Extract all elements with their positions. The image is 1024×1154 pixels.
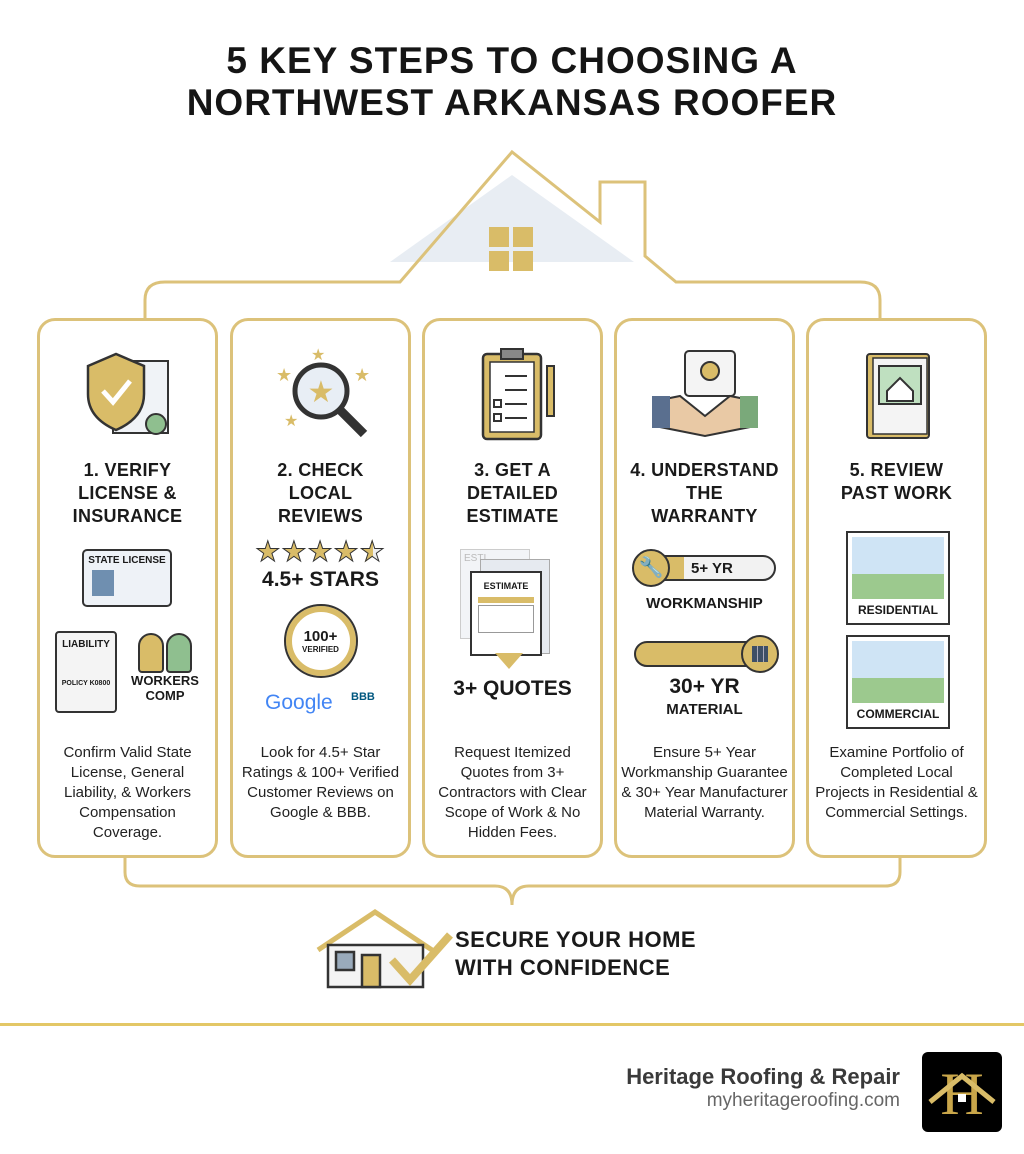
svg-text:★: ★ xyxy=(354,365,370,385)
solar-panel-icon xyxy=(741,635,779,673)
home-check-icon xyxy=(316,908,453,989)
license-insurance-graphic: STATE LICENSE LIABILITY POLICY K0800 WORK… xyxy=(40,541,215,721)
estimate-label: ESTIMATE xyxy=(483,581,529,591)
material-years: 30+ YR xyxy=(669,675,740,698)
liability-label: LIABILITY xyxy=(62,639,110,650)
step-description: Ensure 5+ Year Workmanship Guarantee & 3… xyxy=(621,744,788,821)
divider xyxy=(0,1023,1024,1026)
heritage-logo: H xyxy=(922,1052,1002,1132)
arrow-down-icon xyxy=(495,653,523,669)
step-description: Look for 4.5+ Star Ratings & 100+ Verifi… xyxy=(241,744,400,821)
material-label: MATERIAL xyxy=(666,701,743,718)
google-logo: Google xyxy=(265,691,333,714)
brand-url: myheritageroofing.com xyxy=(706,1090,900,1111)
wrench-icon: 🔧 xyxy=(632,549,670,587)
residential-photo: RESIDENTIAL xyxy=(846,531,950,625)
workmanship-bar: 5+ YR xyxy=(634,555,776,581)
state-license-label: STATE LICENSE xyxy=(88,555,166,566)
step-description: Examine Portfolio of Completed Local Pro… xyxy=(815,744,978,821)
step-description: Request Itemized Quotes from 3+ Contract… xyxy=(438,744,587,841)
svg-text:★: ★ xyxy=(311,347,325,364)
verified-badge: 100+VERIFIED xyxy=(283,604,358,678)
attic-window-icon xyxy=(489,227,533,271)
reviews-graphic: ★★★★★ 4.5+ STARS 100+VERIFIED Google BBB xyxy=(233,536,408,721)
clipboard-checklist-icon xyxy=(425,343,600,448)
warranty-graphic: 5+ YR 🔧 WORKMANSHIP 30+ YR MATERIAL xyxy=(617,541,792,721)
svg-text:★: ★ xyxy=(307,376,334,409)
step-description: Confirm Valid State License, General Lia… xyxy=(63,744,192,841)
bbb-logo: BBB xyxy=(351,691,375,703)
svg-text:★: ★ xyxy=(276,365,292,385)
shield-document-icon xyxy=(40,343,215,448)
stars-label: 4.5+ STARS xyxy=(262,568,379,591)
portfolio-book-icon xyxy=(809,343,984,448)
magnifier-stars-icon: ★ ★ ★ ★ ★ xyxy=(233,343,408,448)
commercial-photo: COMMERCIAL xyxy=(846,635,950,729)
brand-name: Heritage Roofing & Repair xyxy=(626,1064,900,1089)
estimate-graphic: ESTI ESTIMATE 3+ QUOTES xyxy=(425,541,600,721)
quotes-label: 3+ QUOTES xyxy=(453,677,572,700)
workmanship-label: WORKMANSHIP xyxy=(646,595,763,612)
portfolio-graphic: RESIDENTIAL COMMERCIAL xyxy=(809,531,984,729)
title-line: 5 KEY STEPS TO CHOOSING A xyxy=(226,40,798,81)
handshake-certificate-icon xyxy=(617,343,792,448)
star-rating: ★★★★★ xyxy=(255,536,386,568)
svg-text:★: ★ xyxy=(284,413,298,430)
policy-label: POLICY K0800 xyxy=(61,680,111,687)
title-line: NORTHWEST ARKANSAS ROOFER xyxy=(186,82,838,123)
